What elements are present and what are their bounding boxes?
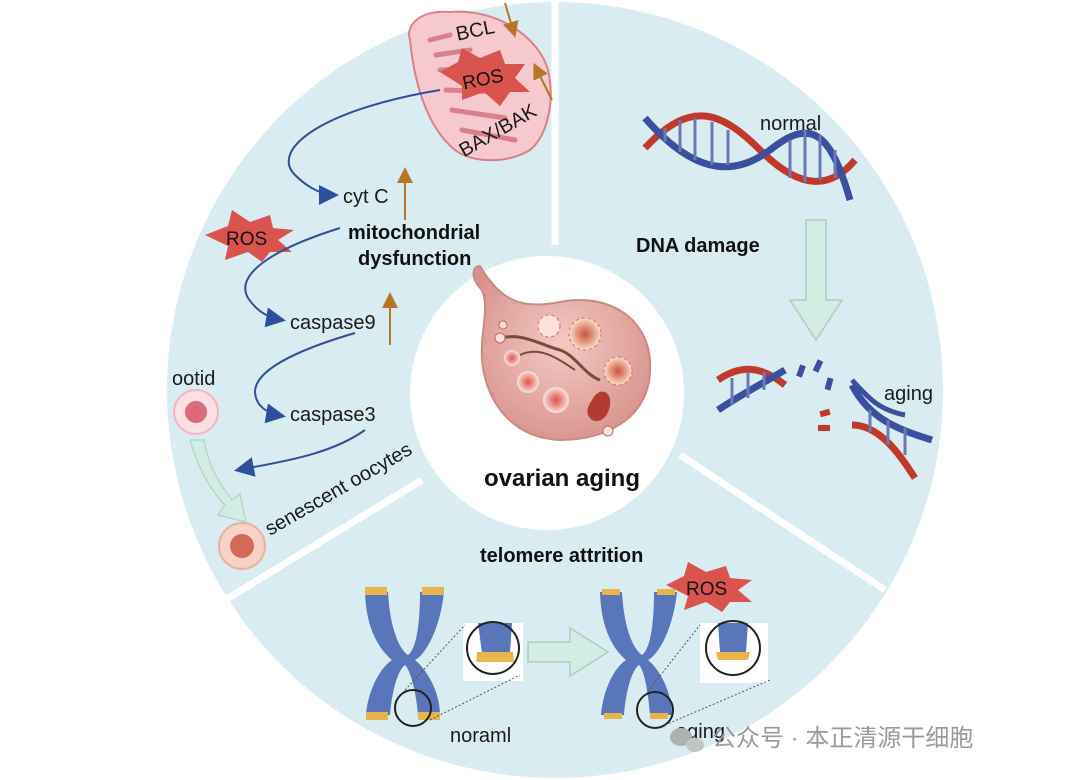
- watermark-text: 公众号 · 本正清源干细胞: [712, 725, 973, 752]
- ootid-label: ootid: [172, 368, 215, 390]
- dna-normal-label: normal: [760, 113, 821, 135]
- dna-aging-label: aging: [884, 383, 933, 405]
- dna-helix-normal-icon: [642, 112, 858, 201]
- bax-arrow-up: [533, 62, 553, 101]
- telomere-right-arrow: [527, 626, 610, 678]
- ros-star-top: [440, 48, 530, 106]
- ring-dividers: [223, 0, 887, 603]
- ros-star-telomere: [666, 562, 752, 612]
- curve-arrow-to-cytc: [287, 89, 441, 205]
- telomere-aging-zoom-icon: [644, 620, 771, 726]
- cyt-c-label: cyt C: [343, 186, 389, 208]
- ovary-icon: [472, 264, 652, 442]
- senescent-oocyte-icon: [218, 522, 266, 570]
- arrow-to-senescent: [234, 429, 366, 477]
- ros-star-left: [205, 210, 294, 262]
- ootid-to-senescent-arrow: [189, 439, 247, 524]
- telomere-normal-zoom-icon: [404, 621, 523, 721]
- mito-title-line1: mitochondrial: [348, 222, 480, 244]
- telomere-section-title: telomere attrition: [480, 545, 643, 567]
- wechat-icon: [670, 728, 704, 752]
- telomere-normal-label: noraml: [450, 725, 511, 747]
- chromosome-normal-icon: [365, 587, 444, 727]
- dna-down-arrow: [788, 219, 844, 342]
- dna-helix-damaged-icon: [716, 359, 934, 480]
- bcl-arrow-down: [503, 2, 519, 38]
- dna-section-title: DNA damage: [636, 235, 760, 257]
- chromosome-aging-icon: [600, 589, 677, 729]
- ros-label-left: ROS: [226, 229, 267, 250]
- telomere-ros-label: ROS: [686, 579, 727, 600]
- mito-title-line2: dysfunction: [358, 248, 471, 270]
- caspase9-label: caspase9: [290, 312, 376, 334]
- center-title: ovarian aging: [484, 465, 640, 492]
- curve-arrow-to-caspase9: [244, 227, 341, 328]
- ootid-cell-icon: [173, 389, 219, 435]
- curve-arrow-to-caspase3: [253, 332, 356, 424]
- caspase3-label: caspase3: [290, 404, 376, 426]
